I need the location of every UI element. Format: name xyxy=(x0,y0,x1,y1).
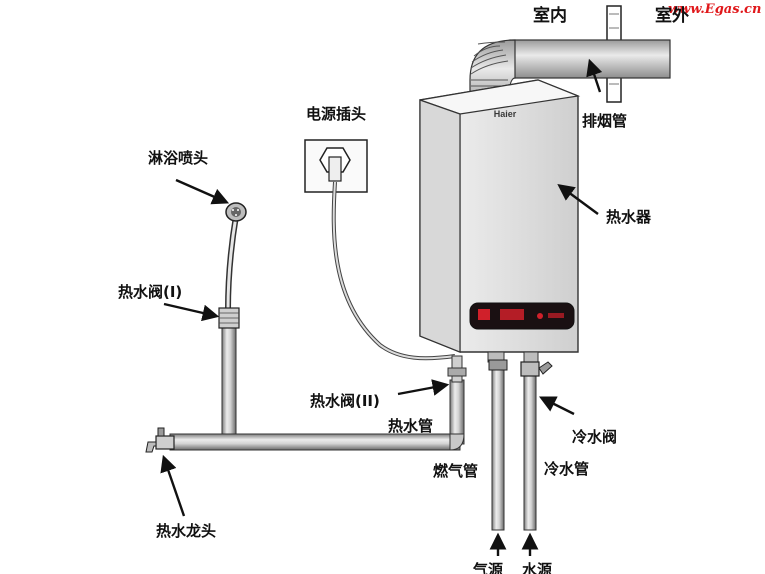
label-hot-valve-1: 热水阀(I) xyxy=(118,283,183,301)
leader-arrows xyxy=(160,58,603,556)
label-gas-source: 气源 xyxy=(473,561,504,574)
label-hot-pipe: 热水管 xyxy=(388,417,434,435)
label-cold-valve: 冷水阀 xyxy=(572,428,618,446)
flame-icon xyxy=(478,309,490,320)
digit-display xyxy=(500,309,524,320)
label-power-plug: 电源插头 xyxy=(306,105,367,123)
label-shower-head: 淋浴喷头 xyxy=(148,149,209,167)
hot-faucet xyxy=(145,427,175,453)
label-gas-pipe: 燃气管 xyxy=(433,462,479,480)
hot-water-pipe xyxy=(169,317,467,451)
watermark-text: www.Egas.cn xyxy=(668,2,762,17)
label-indoor: 室内 xyxy=(533,6,567,26)
label-cold-pipe: 冷水管 xyxy=(544,460,590,478)
label-water-heater: 热水器 xyxy=(606,208,652,226)
hot-valve-1 xyxy=(218,307,240,329)
label-water-source: 水源 xyxy=(522,561,553,574)
label-outdoor: 室外 xyxy=(655,6,689,26)
water-heater: Haier xyxy=(419,79,581,363)
cold-water-pipe xyxy=(520,361,553,531)
brand-logo: Haier xyxy=(494,109,517,119)
power-plug xyxy=(304,139,456,361)
label-hot-faucet: 热水龙头 xyxy=(156,522,217,540)
label-exhaust-pipe: 排烟管 xyxy=(582,112,628,130)
label-hot-valve-2: 热水阀(II) xyxy=(310,392,380,410)
indicator-light xyxy=(537,313,543,319)
gas-pipe xyxy=(488,359,508,531)
shower-head xyxy=(225,202,247,311)
